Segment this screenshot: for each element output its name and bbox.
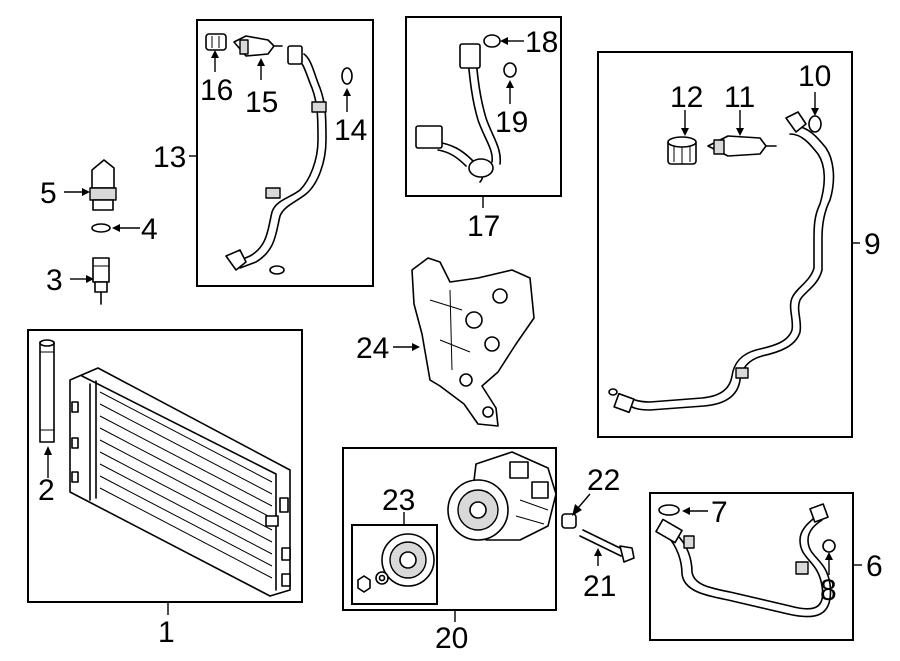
callout-16: 16	[200, 74, 233, 107]
callout-21: 21	[583, 570, 616, 603]
pressure-switch	[89, 159, 117, 211]
box-liquid-line	[597, 51, 853, 438]
callout-5: 5	[40, 177, 57, 210]
o-ring-19	[503, 62, 517, 78]
o-ring-7	[658, 504, 680, 516]
callout-11: 11	[724, 81, 755, 114]
callout-14: 14	[334, 114, 367, 147]
callout-3: 3	[46, 264, 63, 297]
callout-6: 6	[866, 550, 883, 583]
callout-9: 9	[864, 228, 881, 261]
box-suction-hose	[196, 19, 374, 287]
callout-17: 17	[467, 210, 500, 243]
callout-12: 12	[670, 81, 703, 114]
suction-hose	[225, 45, 327, 275]
callout-4: 4	[141, 213, 158, 246]
pulley-23	[357, 533, 435, 593]
mounting-bracket	[411, 257, 535, 427]
o-ring-8	[822, 539, 836, 553]
discharge-hose	[655, 503, 832, 618]
callout-1: 1	[158, 616, 175, 649]
callout-20: 20	[435, 622, 468, 655]
callout-24: 24	[356, 332, 389, 365]
box-compressor	[342, 447, 557, 611]
charge-valve-15	[233, 35, 283, 57]
leader-lines	[44, 37, 862, 622]
box-condenser	[27, 329, 303, 603]
spacer-22	[561, 513, 577, 529]
callout-13: 13	[153, 141, 186, 174]
liquid-line	[608, 111, 835, 414]
callout-10: 10	[798, 60, 831, 93]
charge-valve-11	[707, 135, 777, 157]
compressor	[447, 451, 557, 541]
callout-8: 8	[820, 574, 837, 607]
callout-19: 19	[495, 106, 528, 139]
callout-7: 7	[711, 496, 728, 529]
o-ring-10	[808, 115, 822, 133]
o-ring-4	[91, 223, 111, 233]
o-ring-14	[341, 67, 353, 85]
callout-15: 15	[245, 86, 278, 119]
service-cap-12	[667, 136, 697, 165]
condenser	[69, 367, 291, 597]
bolt-21	[579, 529, 635, 563]
callout-22: 22	[587, 464, 620, 497]
box-pulley	[351, 524, 438, 605]
callout-2: 2	[38, 474, 55, 507]
receiver-drier	[39, 339, 55, 443]
callout-18: 18	[525, 26, 558, 59]
hose-17	[415, 43, 502, 183]
pressure-sensor	[92, 257, 110, 305]
callout-numbers: 1 2 3 4 5 6 7 8 9 10 11 12 13 14 15 16 1…	[38, 26, 883, 655]
callout-23: 23	[382, 484, 415, 517]
box-discharge-hose	[649, 492, 854, 641]
service-cap-16	[205, 33, 227, 51]
o-ring-18	[483, 34, 501, 48]
